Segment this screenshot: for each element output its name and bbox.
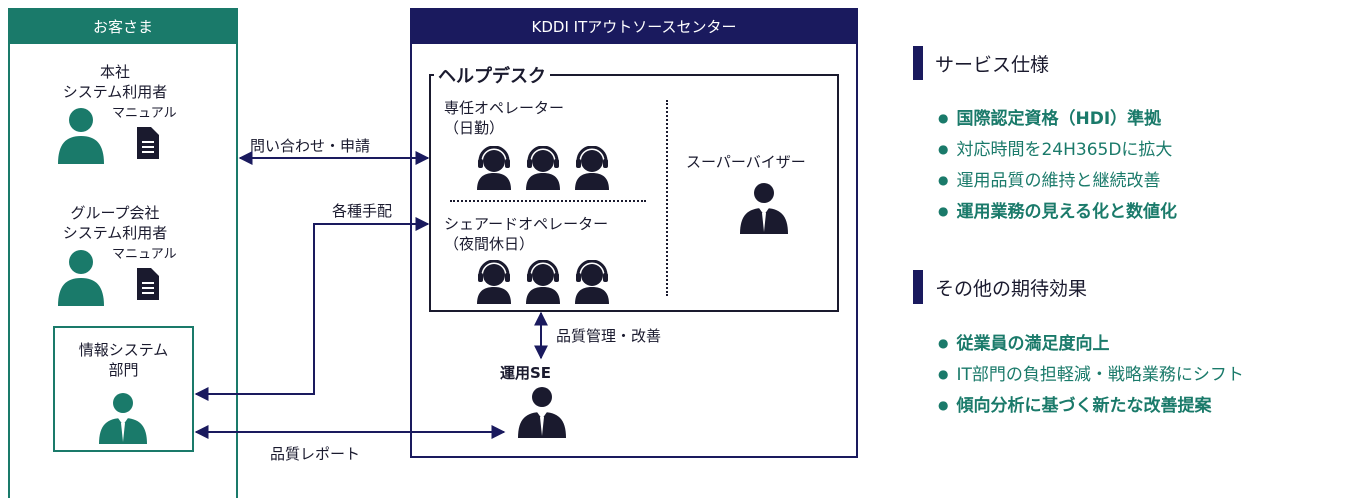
other-effects-title: その他の期待効果 (935, 278, 1088, 300)
other-effects-item-text: 傾向分析に基づく新たな改善提案 (956, 396, 1212, 416)
group-manual-label: マニュアル (112, 247, 177, 262)
inquiry-label: 問い合わせ・申請 (250, 137, 371, 155)
quality-report-label: 品質レポート (270, 445, 361, 463)
shared-operator-label: シェアードオペレーター （夜間休日） (444, 215, 609, 253)
outsource-center-header: KDDI ITアウトソースセンター (410, 8, 858, 44)
other-effects-item: ●従業員の満足度向上 (938, 334, 1110, 354)
dedicated-operator-label: 専任オペレーター （日勤） (444, 99, 565, 137)
quality-mgmt-label: 品質管理・改善 (556, 327, 662, 345)
service-spec-list: ●国際認定資格（HDI）準拠 ●対応時間を24H365Dに拡大 ●運用品質の維持… (938, 108, 1177, 232)
service-spec-item: ●運用品質の維持と継続改善 (938, 171, 1161, 191)
hq-users-label: 本社 システム利用者 (62, 63, 168, 101)
service-spec-item-text: 運用品質の維持と継続改善 (956, 171, 1161, 191)
ops-se-businessman-icon (516, 386, 568, 442)
group-users-label: グループ会社 システム利用者 (62, 204, 168, 242)
helpdesk-box (429, 74, 839, 312)
arrangements-label: 各種手配 (332, 202, 393, 220)
group-document-icon (137, 268, 159, 304)
outsource-center-header-label: KDDI ITアウトソースセンター (531, 17, 737, 36)
supervisor-divider (666, 100, 668, 296)
other-effects-item-text: 従業員の満足度向上 (956, 334, 1110, 354)
dedicated-headset-operator-icon (474, 145, 610, 194)
helpdesk-title: ヘルプデスク (434, 62, 550, 88)
service-spec-item: ●対応時間を24H365Dに拡大 (938, 140, 1173, 160)
it-dept-label: 情報システム 部門 (78, 341, 169, 379)
other-effects-item: ●IT部門の負担軽減・戦略業務にシフト (938, 365, 1244, 385)
service-spec-item: ●国際認定資格（HDI）準拠 (938, 109, 1162, 129)
shared-headset-operator-icon (474, 259, 610, 308)
customer-header: お客さま (8, 8, 238, 44)
service-spec-item: ●運用業務の見える化と数値化 (938, 202, 1177, 222)
other-effects-bar (913, 270, 923, 304)
other-effects-list: ●従業員の満足度向上 ●IT部門の負担軽減・戦略業務にシフト ●傾向分析に基づく… (938, 333, 1244, 426)
supervisor-label: スーパーバイザー (686, 153, 806, 171)
operator-divider (450, 200, 646, 202)
hq-manual-label: マニュアル (112, 106, 177, 121)
other-effects-item-text: IT部門の負担軽減・戦略業務にシフト (956, 365, 1244, 385)
service-spec-item-text: 運用業務の見える化と数値化 (956, 202, 1177, 222)
supervisor-businessman-icon (738, 182, 790, 238)
ops-se-label: 運用SE (500, 364, 552, 382)
it-dept-box (53, 326, 194, 452)
hq-document-icon (137, 127, 159, 163)
service-spec-item-text: 対応時間を24H365Dに拡大 (956, 140, 1173, 160)
service-spec-title: サービス仕様 (935, 54, 1050, 76)
service-spec-bar (913, 46, 923, 80)
customer-header-label: お客さま (92, 17, 153, 36)
service-spec-item-text: 国際認定資格（HDI）準拠 (956, 109, 1162, 129)
it-dept-businessman-icon (97, 392, 149, 448)
hq-person-icon (56, 106, 106, 168)
other-effects-item: ●傾向分析に基づく新たな改善提案 (938, 396, 1212, 416)
group-person-icon (56, 248, 106, 310)
